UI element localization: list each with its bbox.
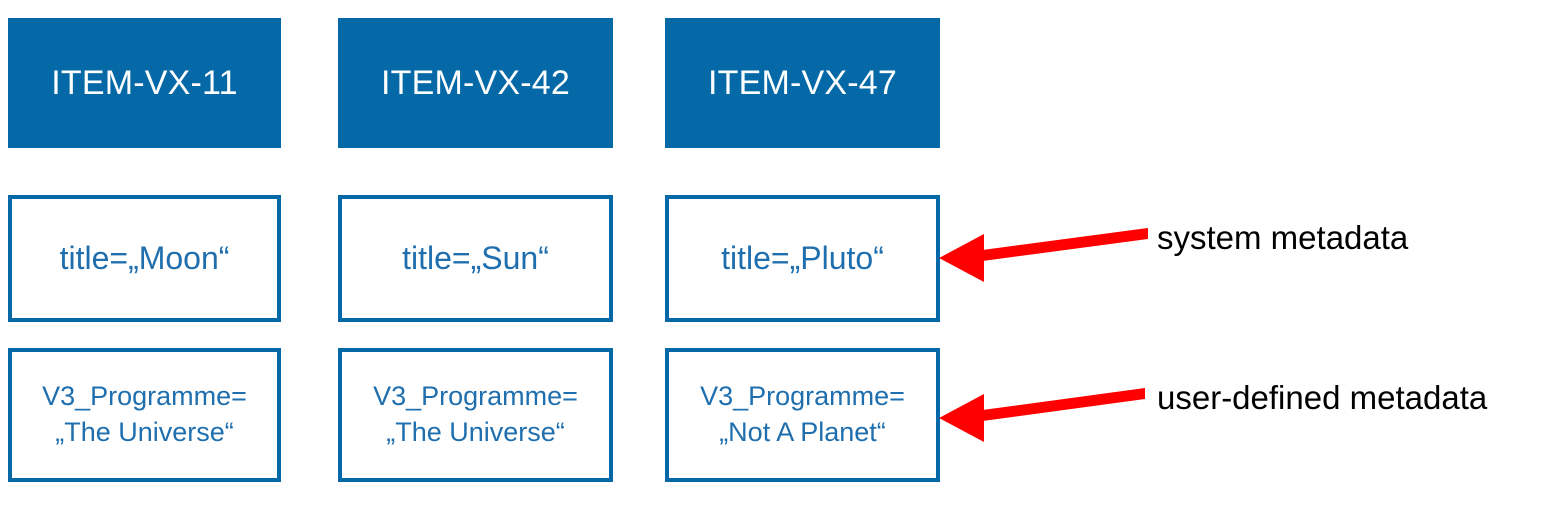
- item-header-label-3: ITEM-VX-47: [707, 64, 898, 102]
- user-metadata-line1-3: V3_Programme=: [700, 381, 905, 412]
- user-metadata-line1-2: V3_Programme=: [373, 381, 578, 412]
- item-header-box-2[interactable]: ITEM-VX-42: [338, 18, 613, 148]
- user-metadata-line2-3: „Not A Planet“: [719, 417, 886, 447]
- user-metadata-text-2: V3_Programme= „The Universe“: [373, 379, 578, 450]
- user-metadata-box-2[interactable]: V3_Programme= „The Universe“: [338, 348, 613, 482]
- system-metadata-text-2: title=„Sun“: [402, 240, 549, 277]
- system-metadata-box-1[interactable]: title=„Moon“: [8, 195, 281, 322]
- user-metadata-text-1: V3_Programme= „The Universe“: [42, 379, 247, 450]
- system-metadata-arrow: [939, 228, 1148, 282]
- user-metadata-arrow-shaft: [975, 388, 1145, 422]
- item-header-box-1[interactable]: ITEM-VX-11: [8, 18, 281, 148]
- user-metadata-box-3[interactable]: V3_Programme= „Not A Planet“: [665, 348, 940, 482]
- user-metadata-arrow: [939, 388, 1145, 442]
- user-metadata-text-3: V3_Programme= „Not A Planet“: [700, 379, 905, 450]
- user-metadata-box-1[interactable]: V3_Programme= „The Universe“: [8, 348, 281, 482]
- user-metadata-annotation-label: user-defined metadata: [1157, 379, 1488, 416]
- item-header-box-3[interactable]: ITEM-VX-47: [665, 18, 940, 148]
- user-metadata-arrow-head: [939, 394, 984, 442]
- item-header-label-1: ITEM-VX-11: [51, 64, 238, 102]
- user-metadata-line1-1: V3_Programme=: [42, 381, 247, 412]
- system-metadata-box-2[interactable]: title=„Sun“: [338, 195, 613, 322]
- system-metadata-arrow-shaft: [975, 228, 1148, 262]
- system-metadata-arrow-head: [939, 234, 984, 282]
- system-metadata-box-3[interactable]: title=„Pluto“: [665, 195, 940, 322]
- item-header-label-2: ITEM-VX-42: [380, 64, 571, 102]
- system-metadata-annotation-label: system metadata: [1157, 219, 1409, 256]
- user-metadata-line2-1: „The Universe“: [55, 417, 234, 447]
- user-metadata-line2-2: „The Universe“: [386, 417, 565, 447]
- system-metadata-text-3: title=„Pluto“: [721, 240, 884, 277]
- system-metadata-text-1: title=„Moon“: [59, 240, 230, 277]
